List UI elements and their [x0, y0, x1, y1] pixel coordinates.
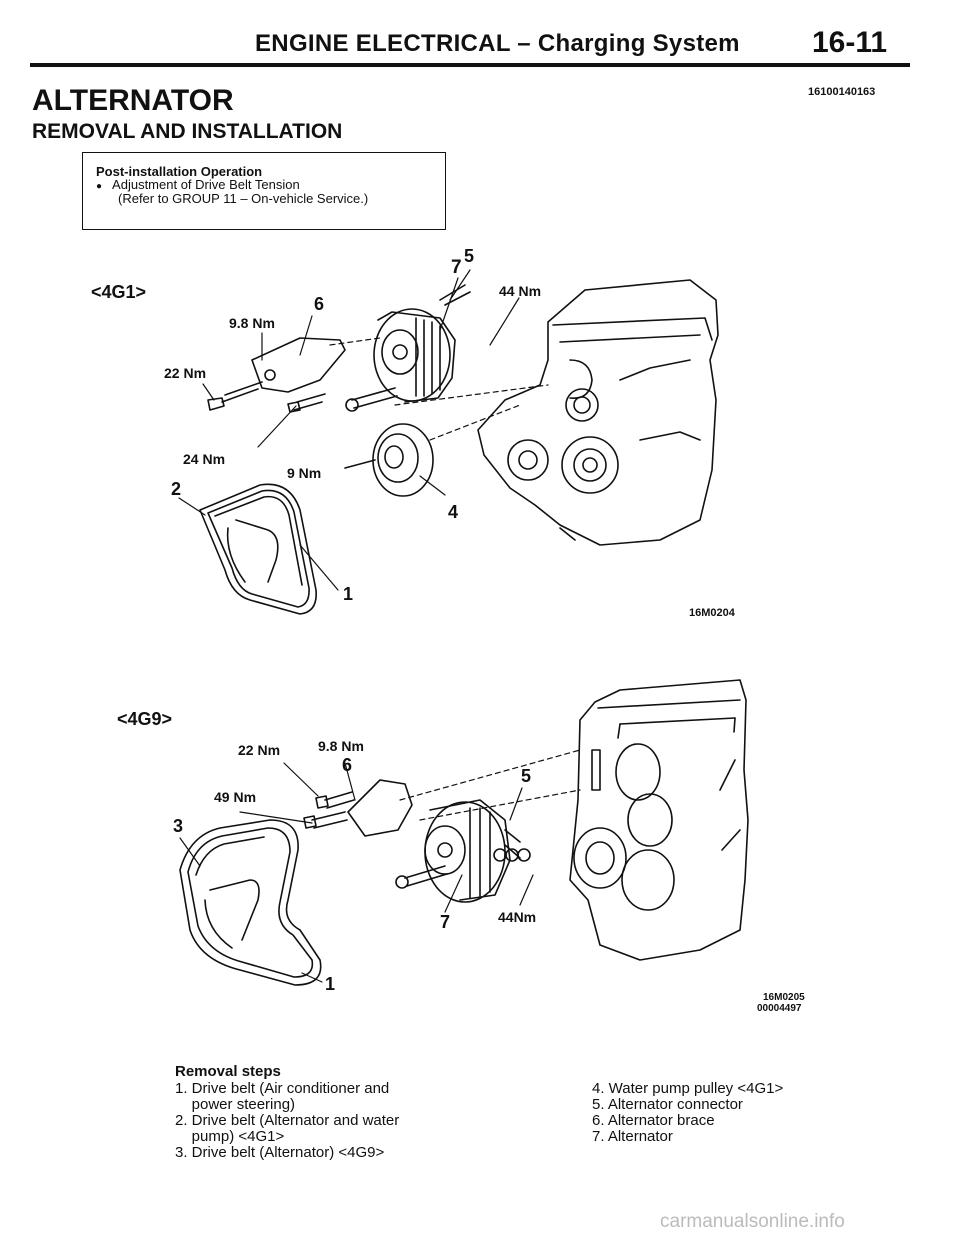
list-item: 4. Water pump pulley <4G1>: [592, 1080, 784, 1097]
figure-code2-4g9: 00004497: [757, 1003, 802, 1014]
bullet-icon: ●: [96, 181, 103, 192]
post-installation-item: ● Adjustment of Drive Belt Tension: [96, 177, 300, 192]
figure-code-4g9: 16M0205: [763, 992, 805, 1003]
list-item: 7. Alternator: [592, 1128, 673, 1145]
post-installation-heading: Post-installation Operation: [96, 164, 263, 179]
post-installation-box: [82, 152, 446, 230]
leader-lines-4g1: [178, 269, 549, 591]
section-code: 16100140163: [808, 86, 876, 98]
torque-22-4g9: 22 Nm: [238, 742, 280, 758]
engine-block-4g9-illustration: [569, 679, 749, 961]
variant-label-4g1: <4G1>: [91, 282, 146, 302]
figure-code-4g1: 16M0204: [689, 607, 736, 619]
engine-block-4g1-illustration: [477, 279, 719, 546]
drive-belts-4g1-illustration: [199, 483, 317, 615]
list-item: 6. Alternator brace: [592, 1112, 715, 1129]
list-item: power steering): [175, 1096, 296, 1113]
alternator-brace-4g9-illustration: [303, 779, 448, 889]
post-installation-item-text: Adjustment of Drive Belt Tension: [112, 177, 300, 192]
section-title: ALTERNATOR: [32, 84, 234, 117]
torque-98-4g9: 9.8 Nm: [318, 738, 364, 754]
removal-steps-heading: Removal steps: [175, 1063, 281, 1080]
torque-44-4g1: 44 Nm: [499, 283, 541, 299]
alternator-4g1-illustration: [373, 284, 471, 403]
footer-watermark: carmanualsonline.info: [660, 1211, 845, 1232]
section-subtitle: REMOVAL AND INSTALLATION: [32, 120, 343, 143]
page-header-title: ENGINE ELECTRICAL – Charging System: [255, 30, 740, 57]
torque-22-4g1: 22 Nm: [164, 365, 206, 381]
callout-6-4g1: 6: [314, 294, 324, 314]
callout-1-4g1: 1: [343, 584, 353, 604]
connector-4g9-illustration: [493, 848, 531, 862]
post-installation-note: (Refer to GROUP 11 – On-vehicle Service.…: [118, 191, 369, 206]
callout-2-4g1: 2: [171, 479, 181, 499]
torque-98-4g1: 9.8 Nm: [229, 315, 275, 331]
leader-lines-4g9: [179, 749, 581, 983]
callout-4-4g1: 4: [448, 502, 458, 522]
torque-44-4g9: 44Nm: [498, 909, 536, 925]
callout-5-4g1: 5: [464, 246, 474, 266]
callout-5-4g9: 5: [521, 766, 531, 786]
list-item: 3. Drive belt (Alternator) <4G9>: [175, 1144, 385, 1161]
torque-24-4g1: 24 Nm: [183, 451, 225, 467]
drive-belts-4g9-illustration: [179, 819, 322, 986]
alternator-4g9-illustration: [424, 799, 521, 903]
alternator-brace-4g1-illustration: [207, 337, 398, 413]
list-item: pump) <4G1>: [175, 1128, 285, 1145]
callout-1-4g9: 1: [325, 974, 335, 994]
callout-6-4g9: 6: [342, 755, 352, 775]
callout-3-4g9: 3: [173, 816, 183, 836]
page-number: 16-11: [812, 26, 888, 59]
torque-49-4g9: 49 Nm: [214, 789, 256, 805]
list-item: 1. Drive belt (Air conditioner and: [175, 1080, 390, 1097]
callout-7-4g9: 7: [440, 912, 450, 932]
variant-label-4g9: <4G9>: [117, 709, 172, 729]
list-item: 5. Alternator connector: [592, 1096, 743, 1113]
torque-9-4g1: 9 Nm: [287, 465, 321, 481]
water-pump-pulley-4g1-illustration: [344, 423, 434, 497]
list-item: 2. Drive belt (Alternator and water: [175, 1112, 400, 1129]
header-rule: [30, 63, 910, 67]
removal-steps-left: 1. Drive belt (Air conditioner and power…: [175, 1081, 399, 1161]
callout-7-4g1: 7: [451, 257, 462, 278]
removal-steps-right: 4. Water pump pulley <4G1> 5. Alternator…: [592, 1081, 783, 1145]
